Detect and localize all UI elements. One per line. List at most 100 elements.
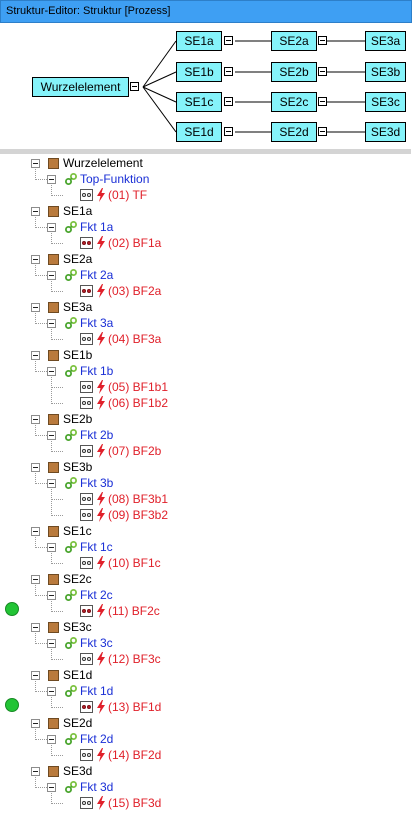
tree-row-fn[interactable]: Fkt 2b	[0, 427, 414, 443]
tree-collapse-icon[interactable]	[31, 415, 40, 424]
tree-collapse-icon[interactable]	[47, 271, 56, 280]
diagram-node-root[interactable]: Wurzelelement	[32, 77, 129, 97]
tree-row-fm[interactable]: (10) BF1c	[0, 555, 414, 571]
tree-collapse-icon[interactable]	[31, 463, 40, 472]
tree-row-fn[interactable]: Fkt 1a	[0, 219, 414, 235]
tree-row-se[interactable]: SE3b	[0, 459, 414, 475]
tree-row-fm[interactable]: (07) BF2b	[0, 443, 414, 459]
tree-connector-line	[51, 230, 52, 242]
diagram-node[interactable]: SE2b	[271, 62, 317, 82]
tree-row-se[interactable]: SE1a	[0, 203, 414, 219]
tree-collapse-icon[interactable]	[31, 527, 40, 536]
tree-collapse-icon[interactable]	[31, 671, 40, 680]
tree-collapse-icon[interactable]	[47, 783, 56, 792]
tree-row-fn[interactable]: Fkt 2a	[0, 267, 414, 283]
tree-row-se[interactable]: SE2a	[0, 251, 414, 267]
tree-row-fm[interactable]: (09) BF3b2	[0, 507, 414, 523]
tree-collapse-icon[interactable]	[31, 303, 40, 312]
collapse-toggle-icon[interactable]	[318, 127, 327, 136]
tree-collapse-icon[interactable]	[47, 367, 56, 376]
tree-row-fn[interactable]: Fkt 1c	[0, 539, 414, 555]
diagram-node[interactable]: SE1d	[176, 122, 222, 142]
tree-collapse-icon[interactable]	[47, 639, 56, 648]
failure-mode-box-icon	[80, 509, 93, 521]
collapse-toggle-icon[interactable]	[318, 67, 327, 76]
tree-row-fn[interactable]: Fkt 3c	[0, 635, 414, 651]
diagram-node[interactable]: SE3b	[365, 62, 406, 82]
tree-row-se[interactable]: SE2b	[0, 411, 414, 427]
tree-item-label: (05) BF1b1	[108, 380, 169, 394]
collapse-toggle-icon[interactable]	[224, 36, 233, 45]
tree-row-fn[interactable]: Fkt 2c	[0, 587, 414, 603]
tree-row-se[interactable]: SE1d	[0, 667, 414, 683]
tree-row-fm[interactable]: (14) BF2d	[0, 747, 414, 763]
tree-collapse-icon[interactable]	[31, 623, 40, 632]
collapse-toggle-icon[interactable]	[224, 67, 233, 76]
tree-row-fn[interactable]: Top-Funktion	[0, 171, 414, 187]
lightning-bolt-icon	[97, 604, 105, 618]
tree-row-se[interactable]: SE2d	[0, 715, 414, 731]
diagram-node[interactable]: SE2d	[271, 122, 317, 142]
tree-row-se[interactable]: SE3c	[0, 619, 414, 635]
tree-row-fn[interactable]: Fkt 3a	[0, 315, 414, 331]
diagram-node[interactable]: SE1b	[176, 62, 222, 82]
tree-connector-line	[51, 243, 63, 244]
diagram-node[interactable]: SE3a	[365, 31, 406, 51]
diagram-node[interactable]: SE3c	[365, 92, 406, 112]
tree-collapse-icon[interactable]	[47, 479, 56, 488]
tree-collapse-icon[interactable]	[47, 735, 56, 744]
tree-row-fm[interactable]: (01) TF	[0, 187, 414, 203]
collapse-toggle-icon[interactable]	[224, 127, 233, 136]
tree-row-fn[interactable]: Fkt 3b	[0, 475, 414, 491]
lightning-bolt-icon	[97, 188, 105, 202]
tree-row-se[interactable]: Wurzelelement	[0, 155, 414, 171]
failure-mode-box-icon	[80, 701, 93, 713]
tree-row-fn[interactable]: Fkt 1d	[0, 683, 414, 699]
tree-row-fm[interactable]: (04) BF3a	[0, 331, 414, 347]
tree-collapse-icon[interactable]	[31, 207, 40, 216]
diagram-node[interactable]: SE1a	[176, 31, 222, 51]
tree-row-fm[interactable]: (11) BF2c	[0, 603, 414, 619]
pane-splitter[interactable]	[0, 149, 411, 154]
tree-collapse-icon[interactable]	[47, 175, 56, 184]
tree-collapse-icon[interactable]	[31, 255, 40, 264]
diagram-node[interactable]: SE1c	[176, 92, 222, 112]
tree-row-fm[interactable]: (13) BF1d	[0, 699, 414, 715]
diagram-node[interactable]: SE2a	[271, 31, 317, 51]
collapse-toggle-icon[interactable]	[318, 36, 327, 45]
tree-row-se[interactable]: SE1b	[0, 347, 414, 363]
tree-collapse-icon[interactable]	[47, 223, 56, 232]
tree-row-fn[interactable]: Fkt 3d	[0, 779, 414, 795]
tree-row-fm[interactable]: (03) BF2a	[0, 283, 414, 299]
tree-collapse-icon[interactable]	[31, 351, 40, 360]
tree-row-se[interactable]: SE3a	[0, 299, 414, 315]
tree-collapse-icon[interactable]	[31, 575, 40, 584]
collapse-toggle-icon[interactable]	[130, 82, 139, 91]
tree-row-fn[interactable]: Fkt 2d	[0, 731, 414, 747]
tree-row-fm[interactable]: (06) BF1b2	[0, 395, 414, 411]
tree-collapse-icon[interactable]	[31, 159, 40, 168]
tree-row-fm[interactable]: (15) BF3d	[0, 795, 414, 811]
tree-row-se[interactable]: SE1c	[0, 523, 414, 539]
collapse-toggle-icon[interactable]	[224, 97, 233, 106]
tree-collapse-icon[interactable]	[47, 591, 56, 600]
tree-row-fn[interactable]: Fkt 1b	[0, 363, 414, 379]
tree-row-se[interactable]: SE2c	[0, 571, 414, 587]
tree-connector-line	[35, 691, 47, 692]
tree-row-fm[interactable]: (05) BF1b1	[0, 379, 414, 395]
tree-row-se[interactable]: SE3d	[0, 763, 414, 779]
diagram-node[interactable]: SE3d	[365, 122, 406, 142]
tree-row-fm[interactable]: (12) BF3c	[0, 651, 414, 667]
diagram-node[interactable]: SE2c	[271, 92, 317, 112]
tree-item-label: SE3d	[63, 764, 93, 778]
collapse-toggle-icon[interactable]	[318, 97, 327, 106]
tree-collapse-icon[interactable]	[47, 543, 56, 552]
tree-collapse-icon[interactable]	[47, 319, 56, 328]
tree-collapse-icon[interactable]	[31, 719, 40, 728]
tree-item-label: (07) BF2b	[108, 444, 162, 458]
tree-row-fm[interactable]: (08) BF3b1	[0, 491, 414, 507]
tree-collapse-icon[interactable]	[47, 431, 56, 440]
tree-collapse-icon[interactable]	[47, 687, 56, 696]
tree-collapse-icon[interactable]	[31, 767, 40, 776]
tree-row-fm[interactable]: (02) BF1a	[0, 235, 414, 251]
